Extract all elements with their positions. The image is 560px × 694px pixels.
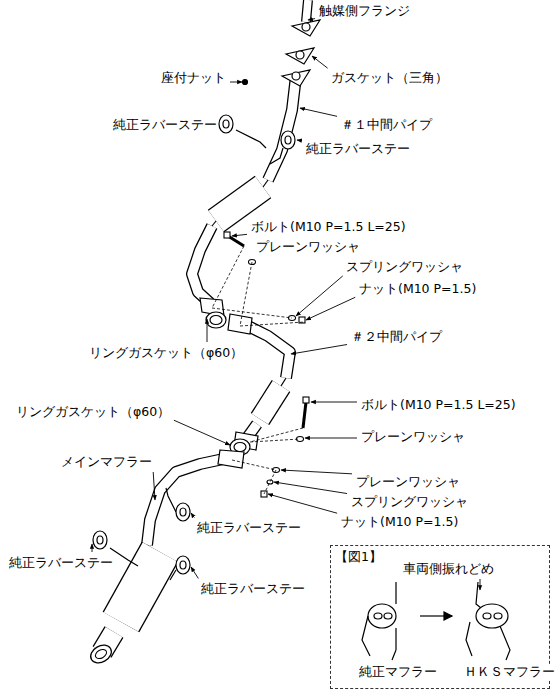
leader-line bbox=[308, 19, 315, 20]
leader-line bbox=[291, 345, 347, 354]
part-label: メインマフラー bbox=[60, 454, 153, 469]
part-label: スプリングワッシャ bbox=[350, 494, 469, 509]
part-label: 座付ナット bbox=[160, 70, 227, 85]
leader-line bbox=[174, 420, 230, 445]
part-label: ナット(M10 P=1.5) bbox=[340, 514, 459, 529]
part-label: ガスケット（三角） bbox=[330, 70, 449, 85]
leader-line bbox=[296, 276, 343, 316]
part-label: スプリングワッシャ bbox=[345, 259, 464, 274]
leader-line bbox=[311, 402, 357, 403]
leader-line bbox=[297, 140, 302, 142]
part-label: プレーンワッシャ bbox=[355, 474, 461, 489]
leader-line bbox=[230, 82, 242, 83]
leader-line bbox=[92, 544, 93, 552]
leader-line bbox=[274, 482, 347, 494]
leader-line bbox=[207, 319, 208, 342]
leader-line bbox=[480, 579, 481, 590]
leader-line bbox=[312, 56, 328, 68]
leader-line bbox=[281, 470, 352, 474]
part-label: ＃１中間パイプ bbox=[340, 117, 433, 132]
part-label: 車両側振れどめ bbox=[402, 561, 495, 576]
bolts-nuts-washers bbox=[224, 232, 309, 497]
part-label: ボルト(M10 P=1.5 L=25) bbox=[250, 219, 407, 234]
figure-title: 【図1】 bbox=[335, 549, 382, 566]
part-label: 純正ラバーステー bbox=[8, 555, 114, 570]
part-label: ボルト(M10 P=1.5 L=25) bbox=[360, 397, 517, 412]
part-label: ＃２中間パイプ bbox=[350, 329, 443, 344]
leader-line bbox=[232, 234, 247, 236]
part-label: 純正マフラー bbox=[358, 664, 438, 679]
assembly-dashed-lines bbox=[212, 246, 305, 494]
leader-line bbox=[305, 438, 357, 439]
part-label: プレーンワッシャ bbox=[360, 429, 466, 444]
pipes bbox=[87, 0, 308, 666]
part-label: リングガスケット（φ60） bbox=[15, 404, 171, 419]
part-label: 触媒側フランジ bbox=[318, 3, 411, 18]
leader-line bbox=[191, 513, 194, 518]
part-label: 純正ラバーステー bbox=[112, 117, 218, 132]
inset-figure bbox=[362, 582, 510, 660]
part-label: 純正ラバーステー bbox=[305, 141, 411, 156]
leader-line bbox=[268, 494, 337, 513]
part-label: プレーンワッシャ bbox=[255, 239, 361, 254]
leader-line bbox=[153, 472, 155, 500]
leader-line bbox=[191, 567, 198, 578]
part-label: ＨＫＳマフラー bbox=[463, 664, 556, 679]
leader-line bbox=[300, 108, 337, 116]
part-label: 純正ラバーステー bbox=[196, 520, 302, 535]
leader-line bbox=[306, 297, 355, 320]
part-label: ナット(M10 P=1.5) bbox=[358, 281, 477, 296]
part-label: 純正ラバーステー bbox=[200, 581, 306, 596]
part-label: リングガスケット（φ60） bbox=[88, 345, 244, 360]
